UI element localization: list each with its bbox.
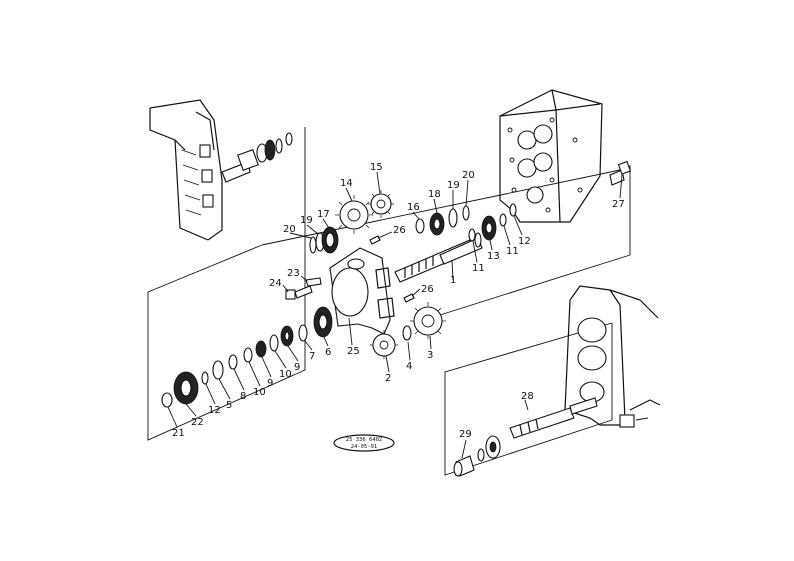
callout-labels: 1 2 3 4 5 6 7 8 9 9 10 10 11 11 12 12 13… [172, 162, 625, 440]
callout-14: 14 [340, 178, 353, 189]
callout-5: 5 [226, 400, 232, 411]
callout-26a: 26 [393, 225, 406, 236]
callout-9a: 9 [267, 378, 273, 389]
callout-11b: 11 [506, 246, 519, 257]
callout-6: 6 [325, 347, 331, 358]
callout-22: 22 [191, 417, 204, 428]
callout-8: 8 [240, 391, 246, 402]
upper-gear-chain [309, 160, 632, 303]
stamp-line-2: 24-05-91 [351, 444, 378, 450]
callout-20b: 20 [462, 170, 475, 181]
callout-3: 3 [427, 350, 433, 361]
lower-gear-chain [161, 277, 446, 408]
output-shaft-group [453, 397, 598, 477]
callout-2: 2 [385, 373, 391, 384]
callout-17: 17 [317, 209, 330, 220]
main-shaft [394, 232, 483, 283]
callout-4: 4 [406, 361, 412, 372]
callout-7: 7 [309, 351, 315, 362]
leader-lines [167, 171, 623, 459]
center-case [329, 247, 395, 335]
frame-lines [147, 127, 631, 476]
callout-15: 15 [370, 162, 383, 173]
callout-27: 27 [612, 199, 625, 210]
callout-25: 25 [347, 346, 360, 357]
callout-11a: 11 [472, 263, 485, 274]
right-gearbox-housing [499, 89, 603, 223]
callout-12b: 12 [518, 236, 531, 247]
callout-19b: 19 [447, 180, 460, 191]
reference-stamp: 25 336 6402 24-05-91 [333, 434, 395, 452]
callout-18: 18 [428, 189, 441, 200]
callout-10a: 10 [253, 387, 266, 398]
callout-12a: 12 [208, 405, 221, 416]
callout-9b: 9 [294, 362, 300, 373]
callout-26b: 26 [421, 284, 434, 295]
callout-28: 28 [521, 391, 534, 402]
callout-24: 24 [269, 278, 282, 289]
callout-19a: 19 [300, 215, 313, 226]
callout-23: 23 [287, 268, 300, 279]
callout-21: 21 [172, 428, 185, 439]
callout-16: 16 [407, 202, 420, 213]
callout-29: 29 [459, 429, 472, 440]
left-transmission-housing [149, 99, 293, 241]
callout-10b: 10 [279, 369, 292, 380]
callout-20a: 20 [283, 224, 296, 235]
stamp-line-1: 25 336 6402 [346, 437, 382, 443]
callout-1: 1 [450, 275, 456, 286]
callout-13: 13 [487, 251, 500, 262]
